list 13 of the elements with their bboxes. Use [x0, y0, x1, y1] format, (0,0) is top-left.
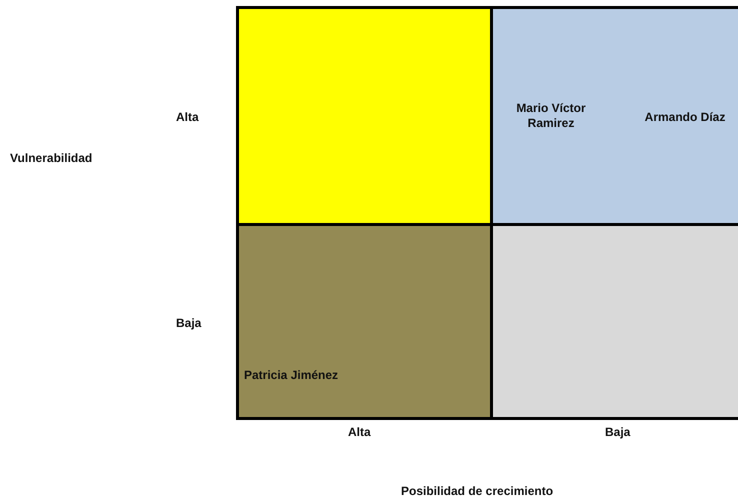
quadrant-box	[236, 6, 493, 226]
quadrant-box	[490, 223, 738, 420]
axis-title: Posibilidad de crecimiento	[401, 484, 554, 498]
row-label: Baja	[176, 316, 202, 330]
axis-title: Vulnerabilidad	[10, 151, 92, 165]
column-label: Baja	[605, 425, 630, 439]
column-label: Alta	[348, 425, 371, 439]
quadrant-box	[490, 6, 738, 226]
row-label: Alta	[176, 110, 199, 124]
name-label: Patricia Jiménez	[244, 368, 340, 383]
quadrant-box	[236, 223, 493, 420]
name-label: Armando Díaz	[644, 110, 726, 125]
name-label: Mario Víctor Ramirez	[515, 101, 587, 131]
